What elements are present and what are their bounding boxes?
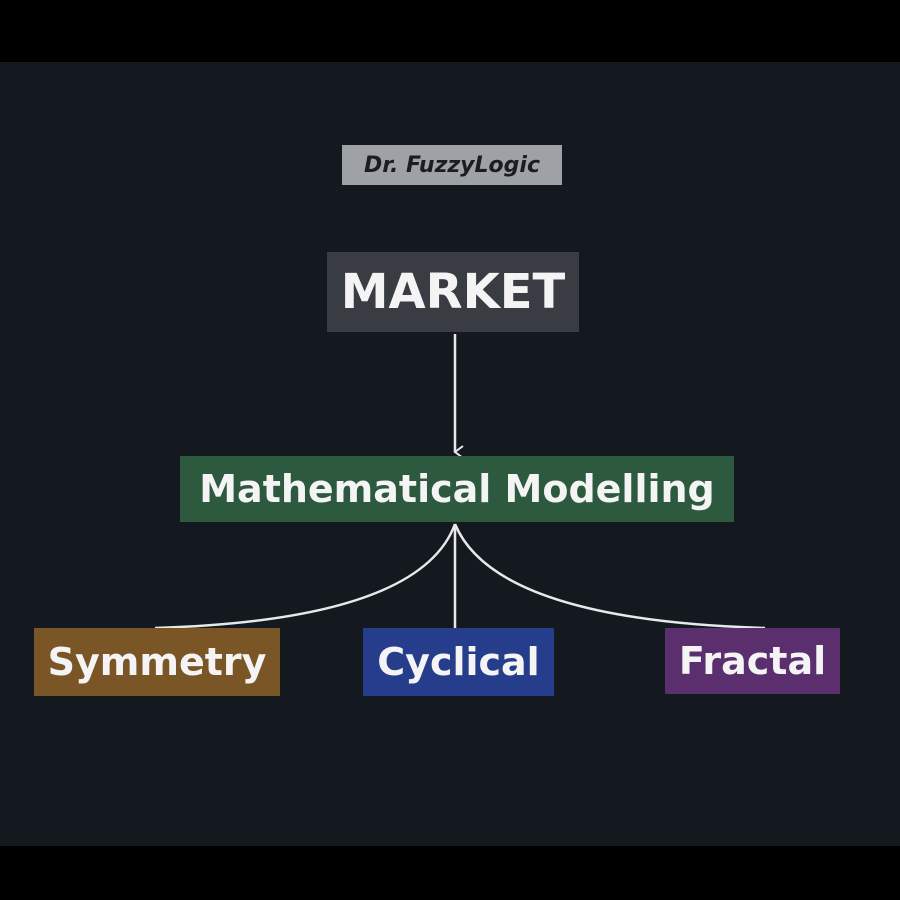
branch-to-symmetry <box>154 523 457 630</box>
diagram-background <box>0 62 900 846</box>
node-fractal: Fractal <box>665 628 840 694</box>
author-label: Dr. FuzzyLogic <box>342 145 562 185</box>
node-cyclical: Cyclical <box>363 628 554 696</box>
node-mathematical-modelling: Mathematical Modelling <box>180 456 734 522</box>
node-symmetry: Symmetry <box>34 628 280 696</box>
branch-to-fractal <box>453 523 766 630</box>
node-market: MARKET <box>327 252 579 332</box>
